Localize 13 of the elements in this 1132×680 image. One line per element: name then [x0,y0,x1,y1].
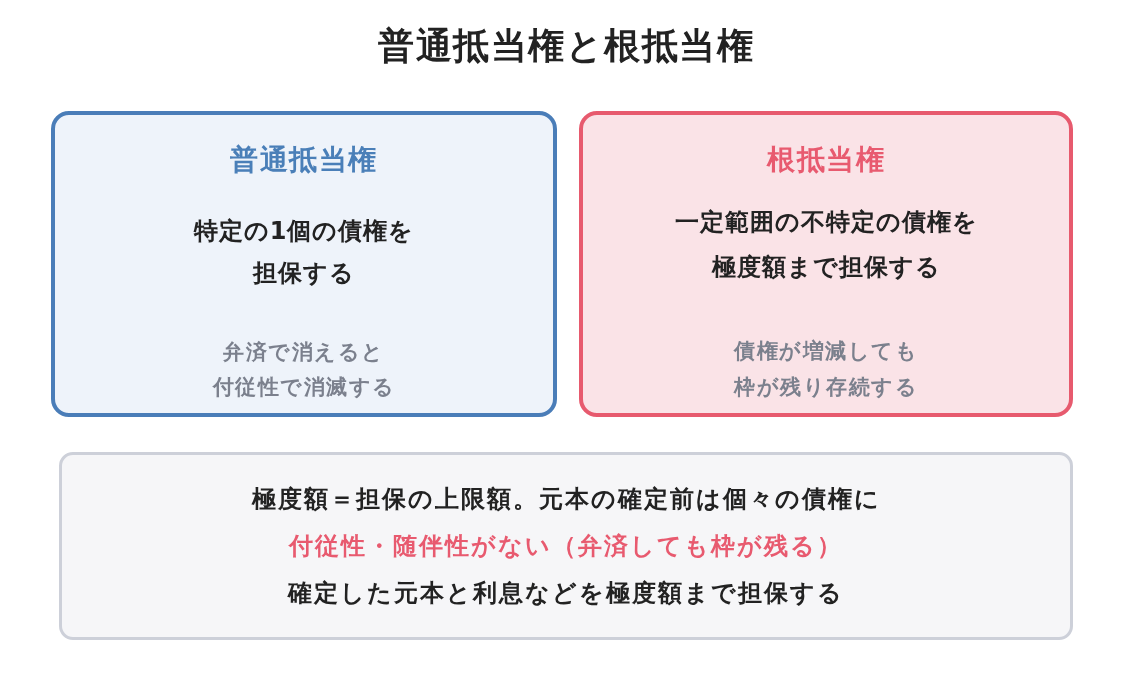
note-text: 極度額＝担保の上限額。元本の確定前は個々の債権に [251,484,881,515]
card-heading: 根抵当権 [767,142,885,178]
note-text: 確定した元本と利息などを極度額まで担保する [288,578,844,609]
diagram-title: 普通抵当権と根抵当権 [378,24,754,68]
card-text: 特定の1個の債権を担保する [193,216,415,289]
card-note: 債権が増減しても枠が残り存続する [734,338,918,401]
comparison-card [51,111,557,417]
note-card [59,452,1073,640]
card-heading: 普通抵当権 [230,142,378,178]
comparison-card [579,111,1073,417]
highlight-text: 付従性・随伴性がない（弁済しても枠が残る） [289,531,843,562]
card-note: 弁済で消えると付従性で消滅する [212,338,396,401]
card-text: 一定範囲の不特定の債権を極度額まで担保する [674,206,978,283]
